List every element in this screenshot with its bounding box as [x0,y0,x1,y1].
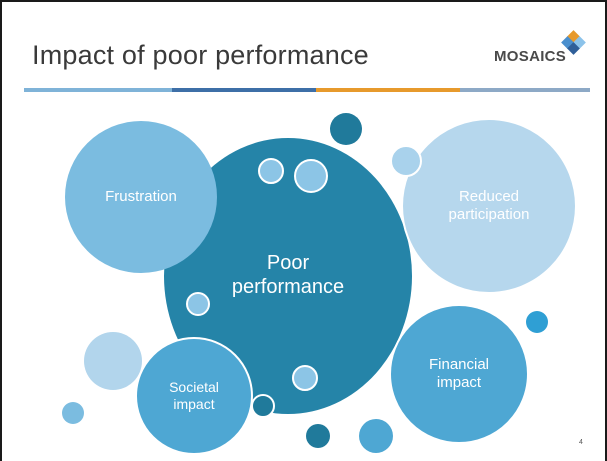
mosaics-logo: MOSAICS [490,28,590,74]
decorative-dot [306,424,330,448]
decorative-dot [251,394,275,418]
page-number: 4 [579,439,583,446]
decorative-dot [292,365,318,391]
decorative-dot [294,159,328,193]
financial-impact-bubble: Financial impact [389,304,529,444]
decorative-dot [186,292,210,316]
financial-impact-label: Financial impact [428,356,490,391]
title-rule-segment [316,88,460,92]
logo-text: MOSAICS [494,48,567,65]
societal-impact-label: Societal impact [169,379,219,412]
frustration-label: Frustration [105,188,177,206]
societal-impact-bubble: Societal impact [135,337,253,455]
title-rule-segment [460,88,590,92]
decorative-dot [390,145,422,177]
mosaics-logo-mark [561,30,586,55]
reduced-participation-label: Reduced participation [448,188,530,223]
decorative-dot [359,419,393,453]
decorative-dot [526,311,548,333]
title-rule-segment [172,88,316,92]
decorative-dot [258,158,284,184]
title-rule-segment [24,88,172,92]
center-label: Poor performance [231,252,345,298]
decorative-dot [62,402,84,424]
reduced-participation-bubble: Reduced participation [401,118,577,294]
frustration-bubble: Frustration [65,121,217,273]
decorative-dot [84,332,142,390]
decorative-dot [330,113,362,145]
slide-title: Impact of poor performance [32,40,369,70]
